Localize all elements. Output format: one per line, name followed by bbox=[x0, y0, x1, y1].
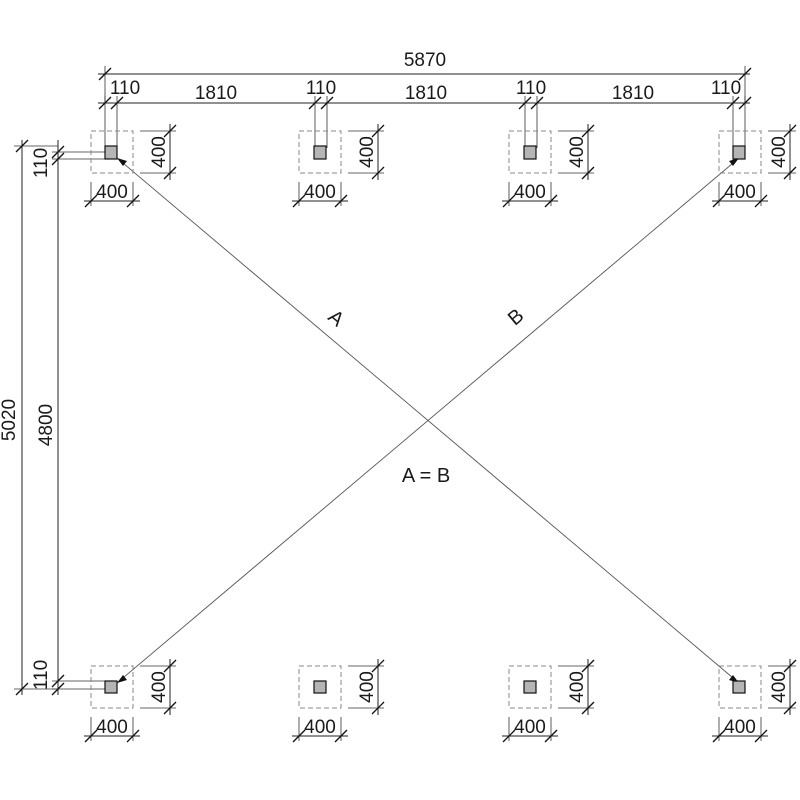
post bbox=[523, 145, 537, 160]
diagonal-check-lines: A B A = B bbox=[116, 157, 740, 684]
post bbox=[732, 680, 746, 694]
footing-top-3: 400 400 bbox=[502, 124, 595, 208]
post bbox=[313, 680, 327, 694]
left-chain-dimension: 110 4800 110 bbox=[31, 140, 112, 696]
inner-height-label: 4800 bbox=[36, 404, 57, 446]
footing-depth-label: 400 bbox=[357, 671, 378, 703]
top-overall-dimension: 5870 bbox=[98, 50, 752, 104]
footing-depth-label: 400 bbox=[769, 671, 790, 703]
footing-width-label: 400 bbox=[514, 182, 546, 203]
footing-width-label: 400 bbox=[724, 717, 756, 738]
offset-label-4: 110 bbox=[711, 78, 741, 99]
footing-width-label: 400 bbox=[96, 717, 128, 738]
footing-bottom-1: 400 400 bbox=[84, 659, 177, 743]
footing-width-label: 400 bbox=[304, 717, 336, 738]
footing-top-1: 400 400 bbox=[84, 124, 177, 208]
footing-width-label: 400 bbox=[96, 182, 128, 203]
footing-top-2: 400 400 bbox=[292, 124, 385, 208]
footing-depth-label: 400 bbox=[357, 136, 378, 168]
footing-bottom-3: 400 400 bbox=[502, 659, 595, 743]
diagonal-b-arrow-end bbox=[117, 675, 127, 683]
footing-width-label: 400 bbox=[304, 182, 336, 203]
offset-label-2: 110 bbox=[306, 78, 336, 99]
footing-depth-label: 400 bbox=[567, 671, 588, 703]
top-chain-dimension: 110 1810 110 1810 110 1810 110 bbox=[98, 78, 752, 148]
span-label-1: 1810 bbox=[195, 83, 237, 104]
diagonal-b-label: B bbox=[504, 305, 528, 330]
overall-height-label: 5020 bbox=[0, 399, 20, 441]
overall-width-label: 5870 bbox=[404, 50, 446, 71]
footing-bottom-2: 400 400 bbox=[292, 659, 385, 743]
diagonal-a-label: A bbox=[324, 306, 349, 332]
footing-depth-label: 400 bbox=[769, 136, 790, 168]
span-label-2: 1810 bbox=[405, 83, 447, 104]
span-label-3: 1810 bbox=[612, 83, 654, 104]
left-offset-bottom-label: 110 bbox=[31, 660, 52, 690]
footing-depth-label: 400 bbox=[149, 671, 170, 703]
diagonal-b bbox=[116, 157, 740, 684]
post bbox=[104, 145, 118, 160]
left-overall-dimension: 5020 bbox=[0, 139, 58, 696]
footing-width-label: 400 bbox=[514, 717, 546, 738]
diagonal-b-arrow-start bbox=[729, 158, 739, 166]
diagonal-equality-label: A = B bbox=[402, 465, 450, 487]
footing-depth-label: 400 bbox=[567, 136, 588, 168]
diagonal-a-arrow-start bbox=[117, 158, 127, 166]
left-offset-top-label: 110 bbox=[31, 148, 52, 178]
post bbox=[523, 680, 537, 694]
post bbox=[313, 145, 327, 160]
footing-width-label: 400 bbox=[724, 182, 756, 203]
post bbox=[104, 680, 118, 694]
offset-label-1: 110 bbox=[110, 78, 140, 99]
offset-label-3: 110 bbox=[516, 78, 546, 99]
footing-top-4: 400 400 bbox=[712, 124, 797, 208]
footing-bottom-4: 400 400 bbox=[712, 659, 797, 743]
post bbox=[732, 145, 746, 160]
footing-depth-label: 400 bbox=[149, 136, 170, 168]
